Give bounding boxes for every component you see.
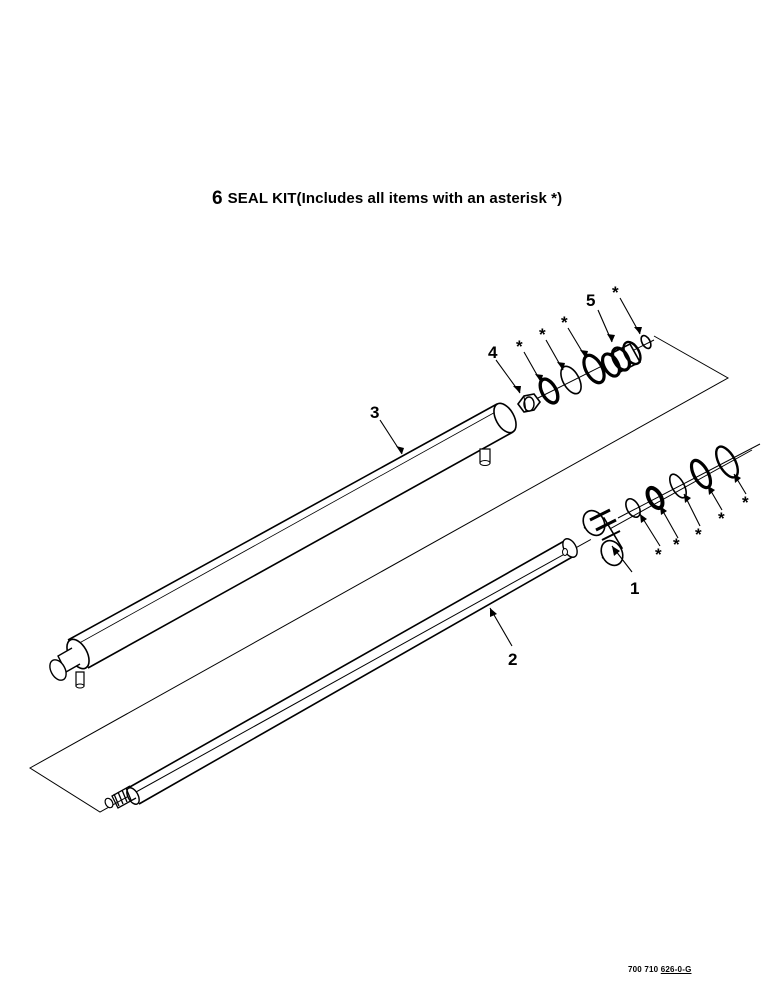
piston-axis — [618, 444, 760, 518]
asterisk-marker: * — [539, 325, 546, 344]
drawing-code: 700 710 626-0-G — [628, 965, 692, 974]
callout-1: 1 — [630, 579, 639, 598]
asterisk-marker: * — [742, 493, 749, 512]
drawing-code-suffix: 626-0-G — [660, 965, 692, 974]
exploded-view-outline — [30, 336, 752, 812]
asterisk-marker: * — [516, 337, 523, 356]
leader-arrowheads — [396, 327, 741, 617]
drawing-code-prefix: 700 710 — [628, 965, 661, 974]
rod-thread — [112, 786, 136, 808]
asterisk-marker: * — [612, 283, 619, 302]
callout-4: 4 — [488, 343, 498, 362]
asterisk-marker: * — [673, 535, 680, 554]
asterisk-marker: * — [561, 313, 568, 332]
gland — [599, 339, 644, 379]
callout-5: 5 — [586, 291, 595, 310]
lock-nut — [518, 394, 540, 412]
asterisk-marker: * — [695, 525, 702, 544]
piston-rod — [104, 536, 581, 809]
callout-2: 2 — [508, 650, 517, 669]
seal-kit-number: 6 — [212, 188, 223, 209]
piston — [579, 507, 627, 569]
cylinder-barrel — [47, 400, 521, 688]
asterisk-marker: * — [655, 545, 662, 564]
seal-kit-text: SEAL KIT(Includes all items with an aste… — [227, 190, 563, 207]
asterisk-marker: * — [718, 509, 725, 528]
callout-3: 3 — [370, 403, 379, 422]
